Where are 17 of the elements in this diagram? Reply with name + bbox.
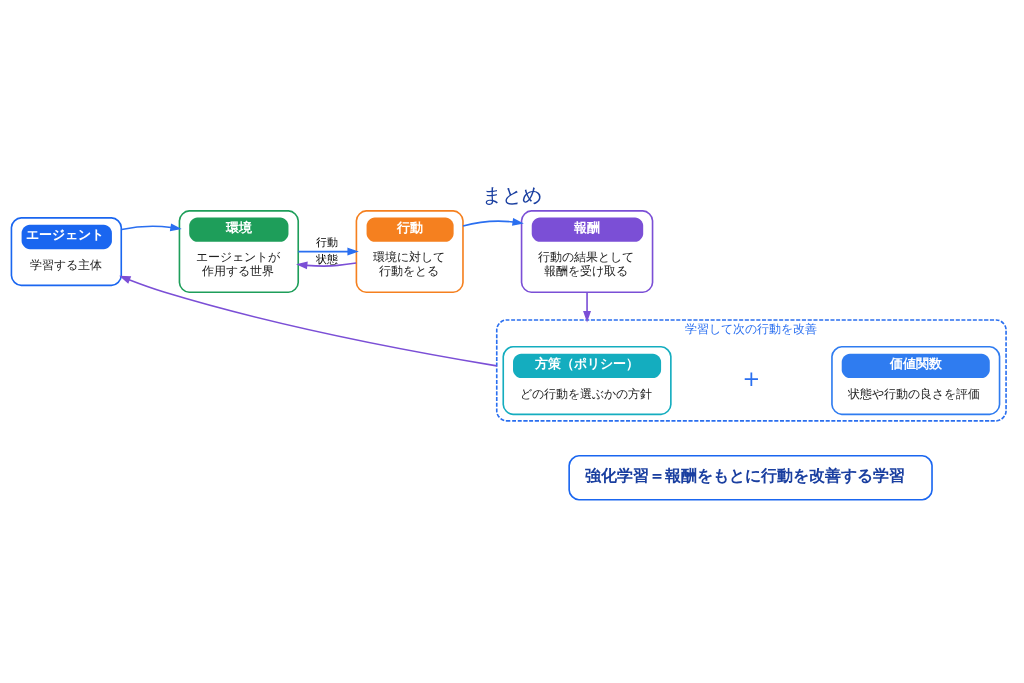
edge-label: 状態 (316, 252, 339, 265)
edge-label: 行動 (316, 236, 339, 249)
arrow (583, 291, 592, 323)
node-box: 方策（ポリシー） どの行動を選ぶかの方針 (502, 345, 672, 416)
node-box: エージェント 学習する主体 (10, 217, 123, 287)
arrow (462, 217, 524, 227)
arrow (120, 223, 182, 232)
label: + (742, 365, 761, 391)
node-box: 行動 環境に対して行動をとる (355, 210, 464, 294)
diagram-title: まとめ (482, 184, 542, 208)
node-box: 報酬 行動の結果として報酬を受け取る (520, 210, 654, 294)
arrow (296, 261, 357, 270)
arrow (119, 275, 498, 367)
arrow (297, 247, 359, 256)
node-box: 価値関数 状態や行動の良さを評価 (831, 345, 1001, 416)
node-box: 環境 エージェントが作用する世界 (178, 210, 300, 294)
node-box: 強化学習＝報酬をもとに行動を改善する学習 (568, 455, 933, 501)
